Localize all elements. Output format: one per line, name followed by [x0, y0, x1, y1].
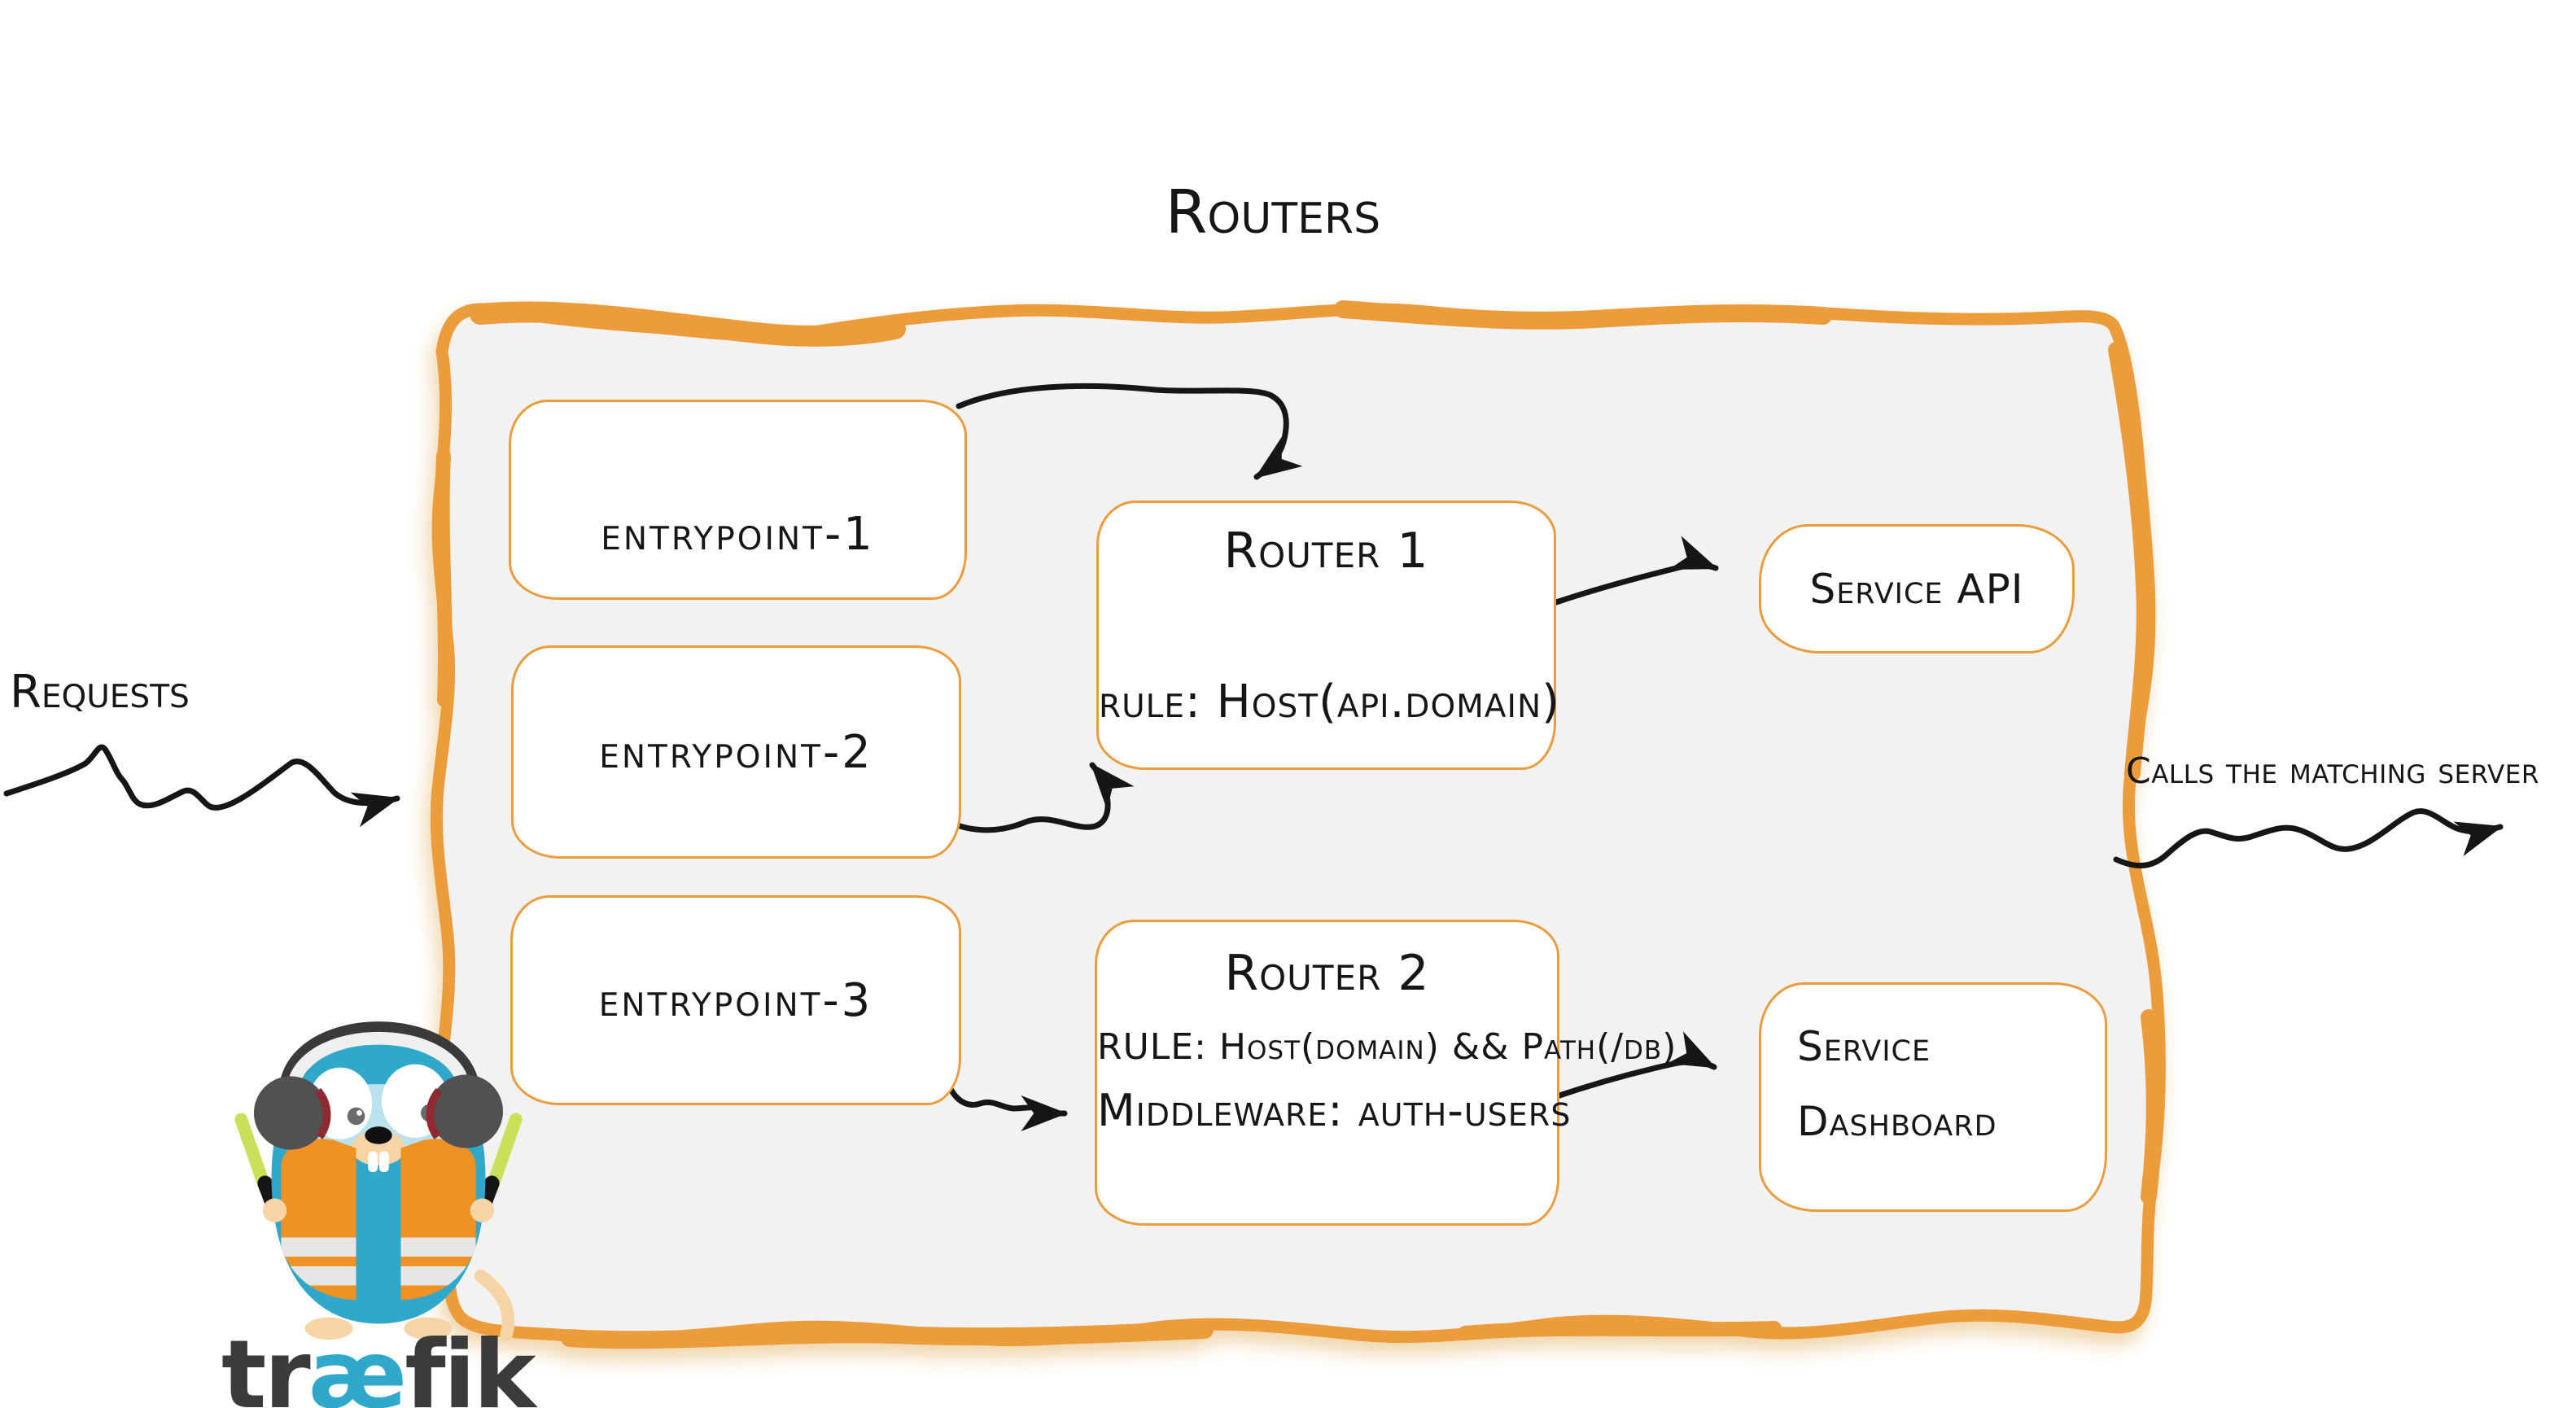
gopher-tooth: [378, 1151, 389, 1173]
router-1-box: Router 1 rule: Host(api.domain): [1096, 501, 1560, 770]
wordmark-ae: æ: [308, 1320, 408, 1408]
gopher-nose: [365, 1126, 392, 1144]
gopher-muzzle: [351, 1130, 406, 1166]
entrypoint-3-box: entrypoint-3: [510, 895, 961, 1105]
diagram-title: Routers: [1165, 177, 1381, 247]
service-dashboard-box: Service Dashboard: [1759, 982, 2107, 1212]
router-1-rule: rule: Host(api.domain): [1099, 676, 1560, 728]
container-brush-accents: [435, 300, 2163, 1349]
entrypoint3-to-router2-arrow: [947, 1086, 1068, 1132]
router-2-rule: RULE: Host(domain) && Path(/db): [1097, 1026, 1677, 1068]
router-2-name: Router 2: [1224, 945, 1430, 1002]
service-api-box: Service API: [1759, 524, 2075, 654]
entrypoint-3-label: entrypoint-3: [598, 973, 873, 1027]
gopher-headphones: [253, 1021, 504, 1150]
wordmark-fik: fik: [405, 1320, 536, 1408]
gopher-foot-left: [304, 1317, 353, 1340]
gopher-hand-right: [470, 1198, 495, 1222]
entrypoint-1-label: entrypoint-1: [601, 507, 875, 561]
entrypoint-1-box: entrypoint-1: [509, 400, 967, 600]
calls-matching-server-label: Calls the matching server: [2126, 750, 2539, 792]
entrypoint-2-box: entrypoint-2: [511, 645, 961, 859]
wordmark-tr: tr: [221, 1320, 311, 1408]
traefik-wordmark: træfik: [221, 1320, 536, 1408]
entrypoint2-to-router1-arrow: [934, 762, 1135, 833]
entrypoint-2-label: entrypoint-2: [599, 725, 873, 779]
service-api-label: Service API: [1809, 565, 2024, 613]
requests-arrow: [3, 744, 400, 828]
router2-to-service-dashboard-arrow: [1551, 1031, 1717, 1100]
gopher-tooth: [368, 1151, 378, 1173]
service-dashboard-label-line1: Service: [1797, 1023, 1931, 1070]
gopher-tail: [474, 1269, 515, 1342]
router-1-name: Router 1: [1223, 523, 1429, 579]
requests-label: Requests: [10, 666, 190, 719]
gopher-hand-left: [262, 1198, 287, 1222]
calls-matching-server-arrow: [2113, 808, 2504, 869]
router-2-middleware: Middleware: auth-users: [1097, 1085, 1572, 1136]
gopher-safety-vest: [281, 1139, 476, 1301]
traefik-gopher-logo: [234, 1021, 523, 1342]
router-2-box: Router 2 RULE: Host(domain) && Path(/db)…: [1095, 920, 1677, 1226]
service-dashboard-label-line2: Dashboard: [1797, 1098, 1997, 1145]
gopher-foot-right: [404, 1317, 453, 1340]
router1-to-service-api-arrow: [1553, 536, 1719, 606]
entrypoint1-to-router1-arrow: [956, 383, 1303, 480]
